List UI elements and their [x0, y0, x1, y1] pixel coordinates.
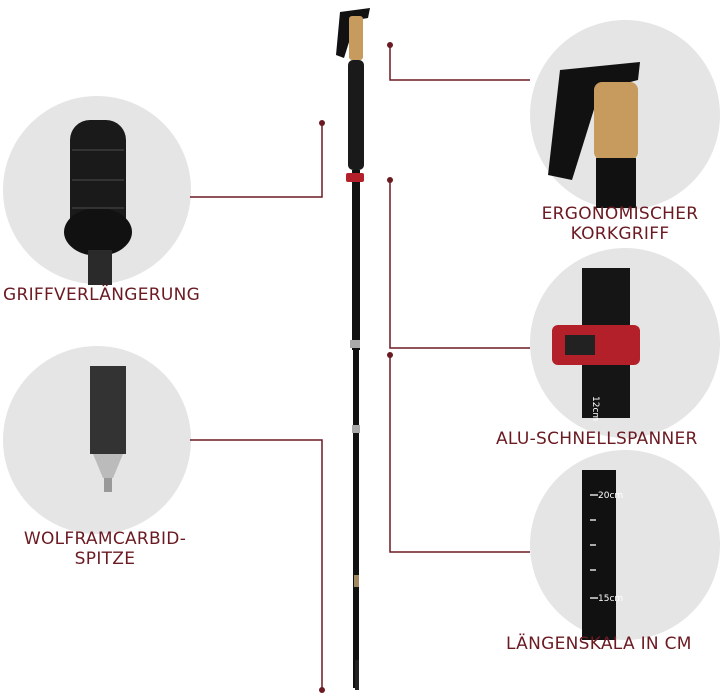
label-grip-extension: GRIFFVERLÄNGERUNG — [3, 285, 201, 305]
length-scale-image: 20cm 15cm — [582, 470, 623, 640]
label-length-scale: LÄNGENSKALA IN CM — [506, 634, 692, 654]
trekking-pole-image — [336, 8, 370, 690]
cork-grip-image — [548, 62, 640, 208]
callout-dots — [319, 42, 393, 693]
label-cork-grip: ERGONOMISCHER KORKGRIFF — [520, 204, 720, 244]
quick-lock-scale-text: 12cm — [590, 396, 600, 421]
scale-mark-20: 20cm — [598, 491, 623, 501]
label-tip-line1: WOLFRAMCARBID- — [23, 529, 187, 549]
foam-grip-image — [64, 120, 132, 285]
label-tip: WOLFRAMCARBID- SPITZE — [0, 529, 210, 569]
label-cork-grip-line1: ERGONOMISCHER — [541, 204, 699, 224]
quick-lock-image: 12cm — [552, 268, 640, 421]
length-scale-circle — [530, 450, 720, 640]
label-quick-lock: ALU-SCHNELLSPANNER — [496, 429, 698, 449]
label-cork-grip-line2: KORKGRIFF — [570, 224, 670, 244]
label-tip-line2: SPITZE — [74, 549, 136, 569]
tip-image — [90, 366, 126, 492]
scale-mark-15: 15cm — [598, 594, 623, 604]
callout-lines — [190, 45, 530, 690]
